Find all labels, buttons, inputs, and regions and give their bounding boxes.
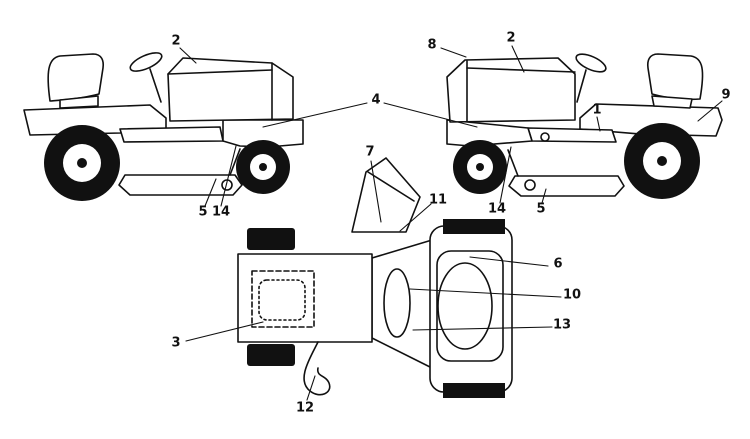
steering-column-top-view	[384, 269, 410, 337]
deck-spring-icon	[525, 180, 535, 190]
front-wheel-top-view-lower	[247, 344, 295, 366]
cable-top-view	[304, 342, 330, 395]
mower-deck-left-view	[119, 175, 242, 195]
rear-wheel-top-view-lower	[443, 383, 505, 398]
leader-lines	[180, 46, 722, 400]
rear-wheel-right-view	[624, 123, 700, 199]
seat-base-right-view	[652, 96, 692, 108]
hood-crease-left-view	[168, 70, 272, 74]
mower-deck-right-view	[509, 176, 624, 196]
hood-crease-right-view	[467, 68, 575, 72]
front-chassis-right-view	[447, 120, 532, 146]
seat-cushion-top-view	[438, 263, 492, 349]
front-wheel-right-view	[453, 140, 507, 194]
steering-wheel-left-view	[128, 49, 164, 75]
seat-left-view	[48, 54, 103, 101]
steering-wheel-top-view	[352, 158, 420, 232]
callout-12: 12	[295, 400, 315, 416]
callout-14-left: 14	[211, 204, 231, 220]
fuel-cap-icon	[541, 133, 549, 141]
footrest-left-view	[120, 127, 223, 142]
callout-1: 1	[592, 102, 602, 118]
engine-dashed-outline	[252, 271, 314, 327]
steering-wheel-right-view	[574, 51, 609, 76]
seat-base-left-view	[60, 96, 98, 108]
steering-column-left-view	[150, 69, 161, 102]
callout-6: 6	[553, 256, 563, 272]
seat-right-view	[648, 54, 703, 99]
callout-2-right: 2	[506, 30, 516, 46]
callout-10: 10	[562, 287, 582, 303]
callout-2-left: 2	[171, 33, 181, 49]
callout-3: 3	[171, 335, 181, 351]
callout-13: 13	[552, 317, 572, 333]
callout-7: 7	[365, 144, 375, 160]
engine-dotted-outline	[259, 280, 305, 320]
front-wheel-top-view-upper	[247, 228, 295, 250]
callout-14-right: 14	[487, 201, 507, 217]
callout-11: 11	[428, 192, 448, 208]
front-wheel-left-view	[236, 140, 290, 194]
rear-wheel-top-view-upper	[443, 219, 505, 234]
callout-4: 4	[371, 92, 381, 108]
tractor-top-view	[238, 158, 512, 398]
steering-column-right-view	[577, 70, 586, 102]
tractor-right-side-view	[447, 51, 722, 199]
rear-wheel-left-view	[44, 125, 120, 201]
callout-8: 8	[427, 37, 437, 53]
callout-5-right: 5	[536, 201, 546, 217]
tractor-left-side-view	[24, 49, 303, 201]
callout-9: 9	[721, 87, 731, 103]
callout-5-left: 5	[198, 204, 208, 220]
steering-wheel-rim-line	[368, 172, 414, 201]
deck-hanger-left-view	[230, 149, 240, 175]
hood-left-view	[168, 58, 293, 121]
hood-right-view	[447, 58, 575, 122]
